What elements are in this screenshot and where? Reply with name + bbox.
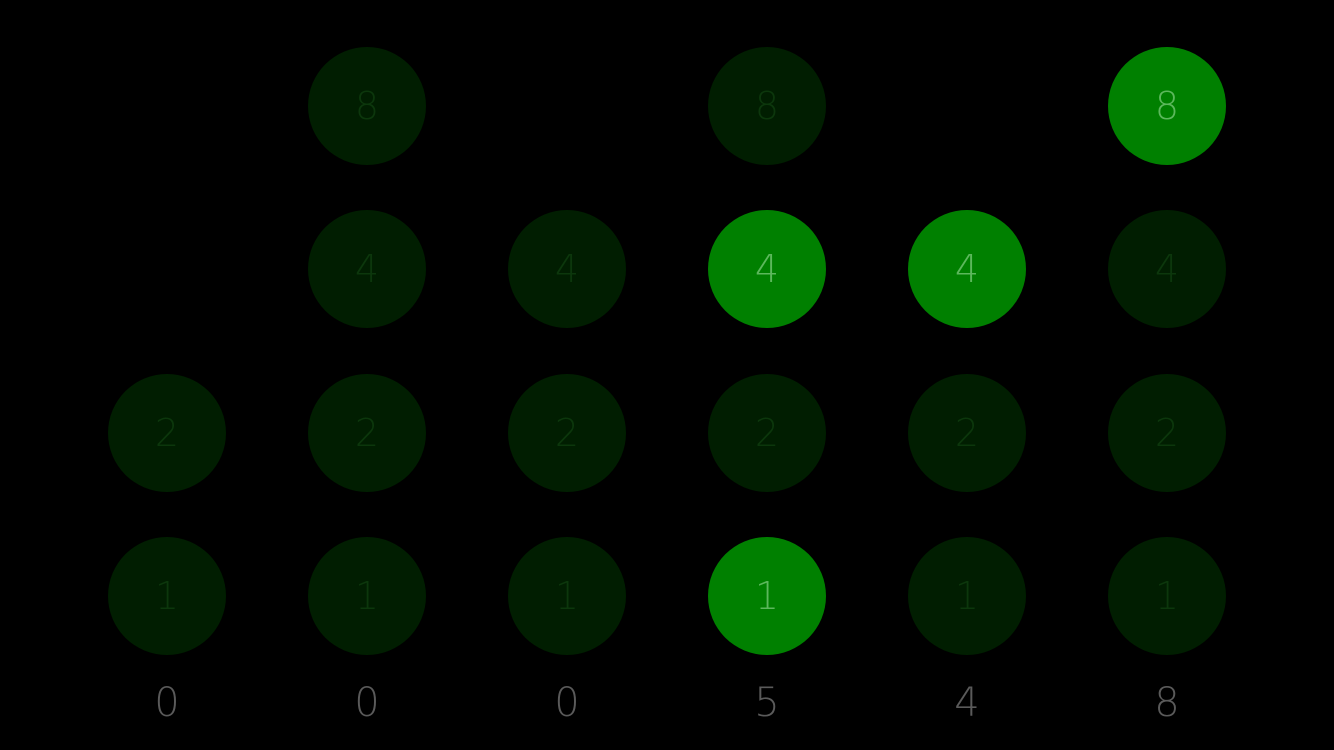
bit-4: 4	[708, 210, 826, 328]
bit-4: 4	[1108, 210, 1226, 328]
bit-2: 2	[308, 374, 426, 492]
bit-4: 4	[908, 210, 1026, 328]
bit-2: 2	[708, 374, 826, 492]
digit-value: 0	[554, 680, 580, 726]
column-hours-ones: 8 4 2 1 0	[308, 0, 426, 750]
column-minutes-tens: 8 4 2 1 0	[508, 0, 626, 750]
bit-2: 2	[108, 374, 226, 492]
bit-2: 2	[908, 374, 1026, 492]
bit-1: 1	[708, 537, 826, 655]
digit-value: 4	[954, 680, 980, 726]
column-seconds-ones: 8 4 2 1 8	[1108, 0, 1226, 750]
bit-2: 2	[1108, 374, 1226, 492]
digit-value: 0	[354, 680, 380, 726]
bit-4: 4	[508, 210, 626, 328]
bit-4: 4	[308, 210, 426, 328]
bit-2: 2	[508, 374, 626, 492]
bit-1: 1	[308, 537, 426, 655]
bit-8: 8	[1108, 47, 1226, 165]
bit-8: 8	[308, 47, 426, 165]
bit-8: 8	[708, 47, 826, 165]
bit-1: 1	[1108, 537, 1226, 655]
digit-value: 8	[1154, 680, 1180, 726]
column-minutes-ones: 8 4 2 1 5	[708, 0, 826, 750]
digit-value: 5	[754, 680, 780, 726]
column-seconds-tens: 8 4 2 1 4	[908, 0, 1026, 750]
digit-value: 0	[154, 680, 180, 726]
column-hours-tens: 8 4 2 1 0	[108, 0, 226, 750]
bit-1: 1	[908, 537, 1026, 655]
bit-1: 1	[108, 537, 226, 655]
bit-1: 1	[508, 537, 626, 655]
